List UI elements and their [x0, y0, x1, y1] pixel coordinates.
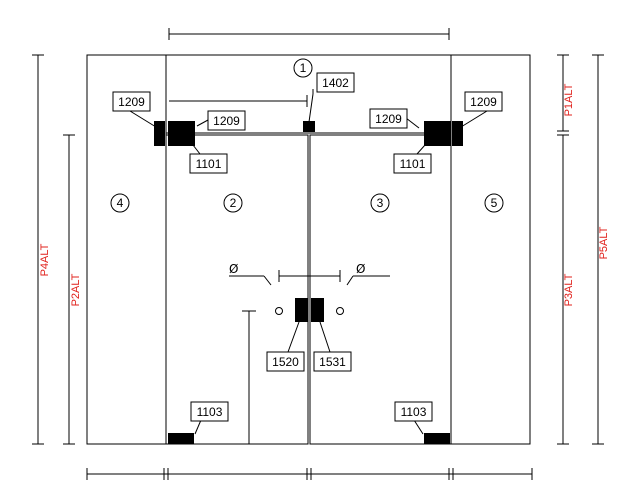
height-dimension-p1: [557, 54, 569, 132]
part-tag-1209-left-inner: 1209: [207, 110, 246, 131]
diameter-marker-right: [346, 275, 390, 286]
svg-text:1101: 1101: [400, 157, 426, 171]
part-tag-1209-right-inner: 1209: [369, 108, 408, 129]
part-tag-1209-right-outer: 1209: [464, 91, 503, 112]
height-label-p4: P4ALT: [39, 243, 51, 276]
side-panel-left: [86, 54, 167, 445]
door-leaf-left: [165, 134, 309, 445]
part-tag-1520: 1520: [266, 351, 305, 372]
svg-text:2: 2: [230, 196, 237, 210]
pivot-1103-left: [168, 433, 194, 444]
hinge-1101-right: [424, 121, 451, 146]
svg-text:1101: 1101: [196, 157, 222, 171]
handle-spacing-dimension: [278, 270, 341, 282]
pivot-1103-right: [424, 433, 450, 444]
panel-number-3: 3: [370, 193, 390, 213]
svg-text:1209: 1209: [213, 114, 240, 128]
lock-1520: [295, 298, 308, 322]
height-dimension-p4: [32, 54, 44, 445]
panel-number-5: 5: [484, 193, 504, 213]
svg-text:1209: 1209: [375, 112, 402, 126]
part-tag-1531: 1531: [313, 351, 352, 372]
svg-text:1531: 1531: [319, 355, 346, 369]
leader-lines: [129, 89, 488, 435]
svg-text:4: 4: [117, 196, 124, 210]
clamp-1209-left-outer: [154, 121, 165, 146]
lock-1531: [311, 298, 324, 322]
height-dimension-p5: [592, 54, 604, 445]
svg-text:5: 5: [491, 196, 498, 210]
bottom-dimension: [86, 468, 533, 480]
height-label-p2: P2ALT: [70, 273, 82, 306]
svg-text:1: 1: [300, 61, 307, 75]
diameter-symbol-left: Ø: [229, 262, 238, 276]
part-tag-1101-right: 1101: [393, 153, 432, 174]
side-panel-right: [450, 54, 531, 445]
stop-1402: [303, 121, 315, 132]
part-tag-1402: 1402: [316, 72, 355, 93]
part-tag-1103-left: 1103: [190, 401, 229, 422]
part-tag-1209-left-outer: 1209: [112, 91, 151, 112]
svg-text:1520: 1520: [272, 355, 299, 369]
svg-text:3: 3: [377, 196, 384, 210]
door-leaf-right: [309, 134, 452, 445]
height-label-p1: P1ALT: [563, 83, 575, 116]
panel-number-2: 2: [223, 193, 243, 213]
hinge-1101-left: [168, 121, 195, 146]
handle-hole-right: [336, 307, 344, 315]
height-label-p3: P3ALT: [563, 273, 575, 306]
svg-text:1103: 1103: [401, 405, 427, 419]
svg-text:1209: 1209: [470, 95, 497, 109]
diameter-marker-left: [229, 275, 272, 286]
height-dimension-p2: [63, 134, 75, 445]
clamp-1209-right-outer: [452, 121, 463, 146]
top-dimension: [168, 28, 450, 40]
panel-number-4: 4: [110, 193, 130, 213]
height-label-p5: P5ALT: [598, 226, 610, 259]
panel-number-1: 1: [293, 58, 313, 78]
part-tag-1101-left: 1101: [189, 153, 228, 174]
diameter-symbol-right: Ø: [356, 262, 365, 276]
svg-text:1402: 1402: [322, 76, 349, 90]
svg-text:1103: 1103: [197, 405, 223, 419]
height-dimension-p3: [557, 134, 569, 445]
part-tag-1103-right: 1103: [394, 401, 433, 422]
svg-text:1209: 1209: [118, 95, 145, 109]
handle-hole-left: [275, 307, 283, 315]
